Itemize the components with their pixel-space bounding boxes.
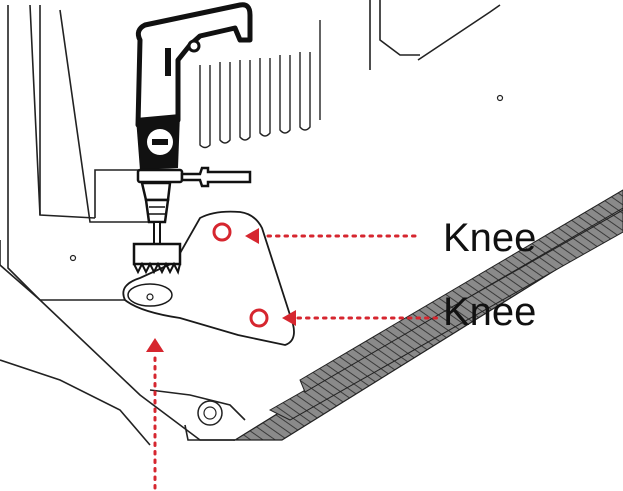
frame-hole	[197, 400, 223, 426]
circle-marker-icon	[212, 222, 232, 242]
power-drill-icon	[132, 2, 253, 275]
machine-frame	[0, 0, 501, 446]
hatched-rail	[232, 189, 623, 441]
knee-markers	[212, 222, 269, 328]
arrow-icon	[146, 228, 296, 352]
knee-label-lower: Knee	[443, 290, 537, 334]
frame-hole-inner	[203, 406, 217, 420]
knee-label-upper: Knee	[443, 216, 537, 260]
leader-lines	[153, 234, 442, 491]
frame-ribs	[199, 20, 321, 149]
bracket-plate	[122, 210, 295, 346]
circle-marker-icon	[249, 308, 269, 328]
